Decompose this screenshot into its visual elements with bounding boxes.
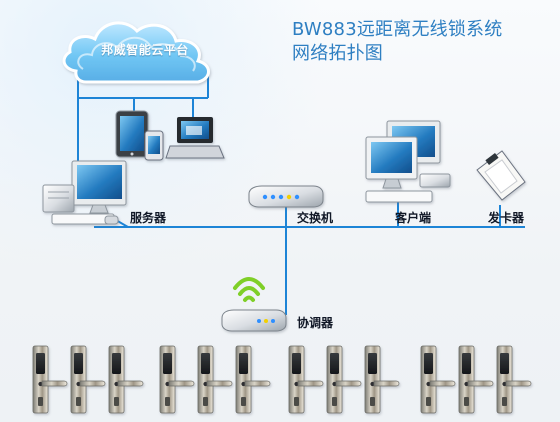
door-lock-icon [288, 345, 324, 414]
title-line-1: BW883远距离无线锁系统 [292, 19, 503, 40]
cloud-icon [62, 21, 210, 84]
title-line-2: 网络拓扑图 [292, 43, 383, 64]
network-lines [77, 50, 525, 316]
wireless-signal-icon [233, 277, 265, 302]
tablet-icon [115, 110, 149, 158]
door-lock-row [32, 345, 532, 414]
card-issuer-label: 发卡器 [488, 211, 525, 225]
server-computer-icon [42, 160, 127, 225]
card-reader-icon [476, 150, 526, 201]
client-label: 客户端 [395, 211, 432, 225]
door-lock-icon [458, 345, 494, 414]
door-lock-icon [326, 345, 362, 414]
laptop-icon [165, 117, 225, 159]
server-label: 服务器 [130, 211, 167, 225]
page-title: BW883远距离无线锁系统 网络拓扑图 [292, 18, 547, 66]
door-lock-icon [235, 345, 271, 414]
door-lock-icon [70, 345, 106, 414]
network-switch-icon [248, 185, 324, 208]
door-lock-icon [159, 345, 195, 414]
cloud-platform-label: 邦威智能云平台 [101, 43, 189, 57]
door-lock-icon [32, 345, 68, 414]
switch-label: 交换机 [297, 211, 334, 225]
door-lock-icon [364, 345, 400, 414]
coordinator-label: 协调器 [297, 316, 334, 330]
door-lock-icon [197, 345, 233, 414]
wireless-coordinator-icon [221, 309, 287, 332]
door-lock-icon [496, 345, 532, 414]
door-lock-icon [108, 345, 144, 414]
desktop-computer-icon [365, 120, 451, 203]
door-lock-icon [420, 345, 456, 414]
phone-icon [144, 130, 164, 161]
